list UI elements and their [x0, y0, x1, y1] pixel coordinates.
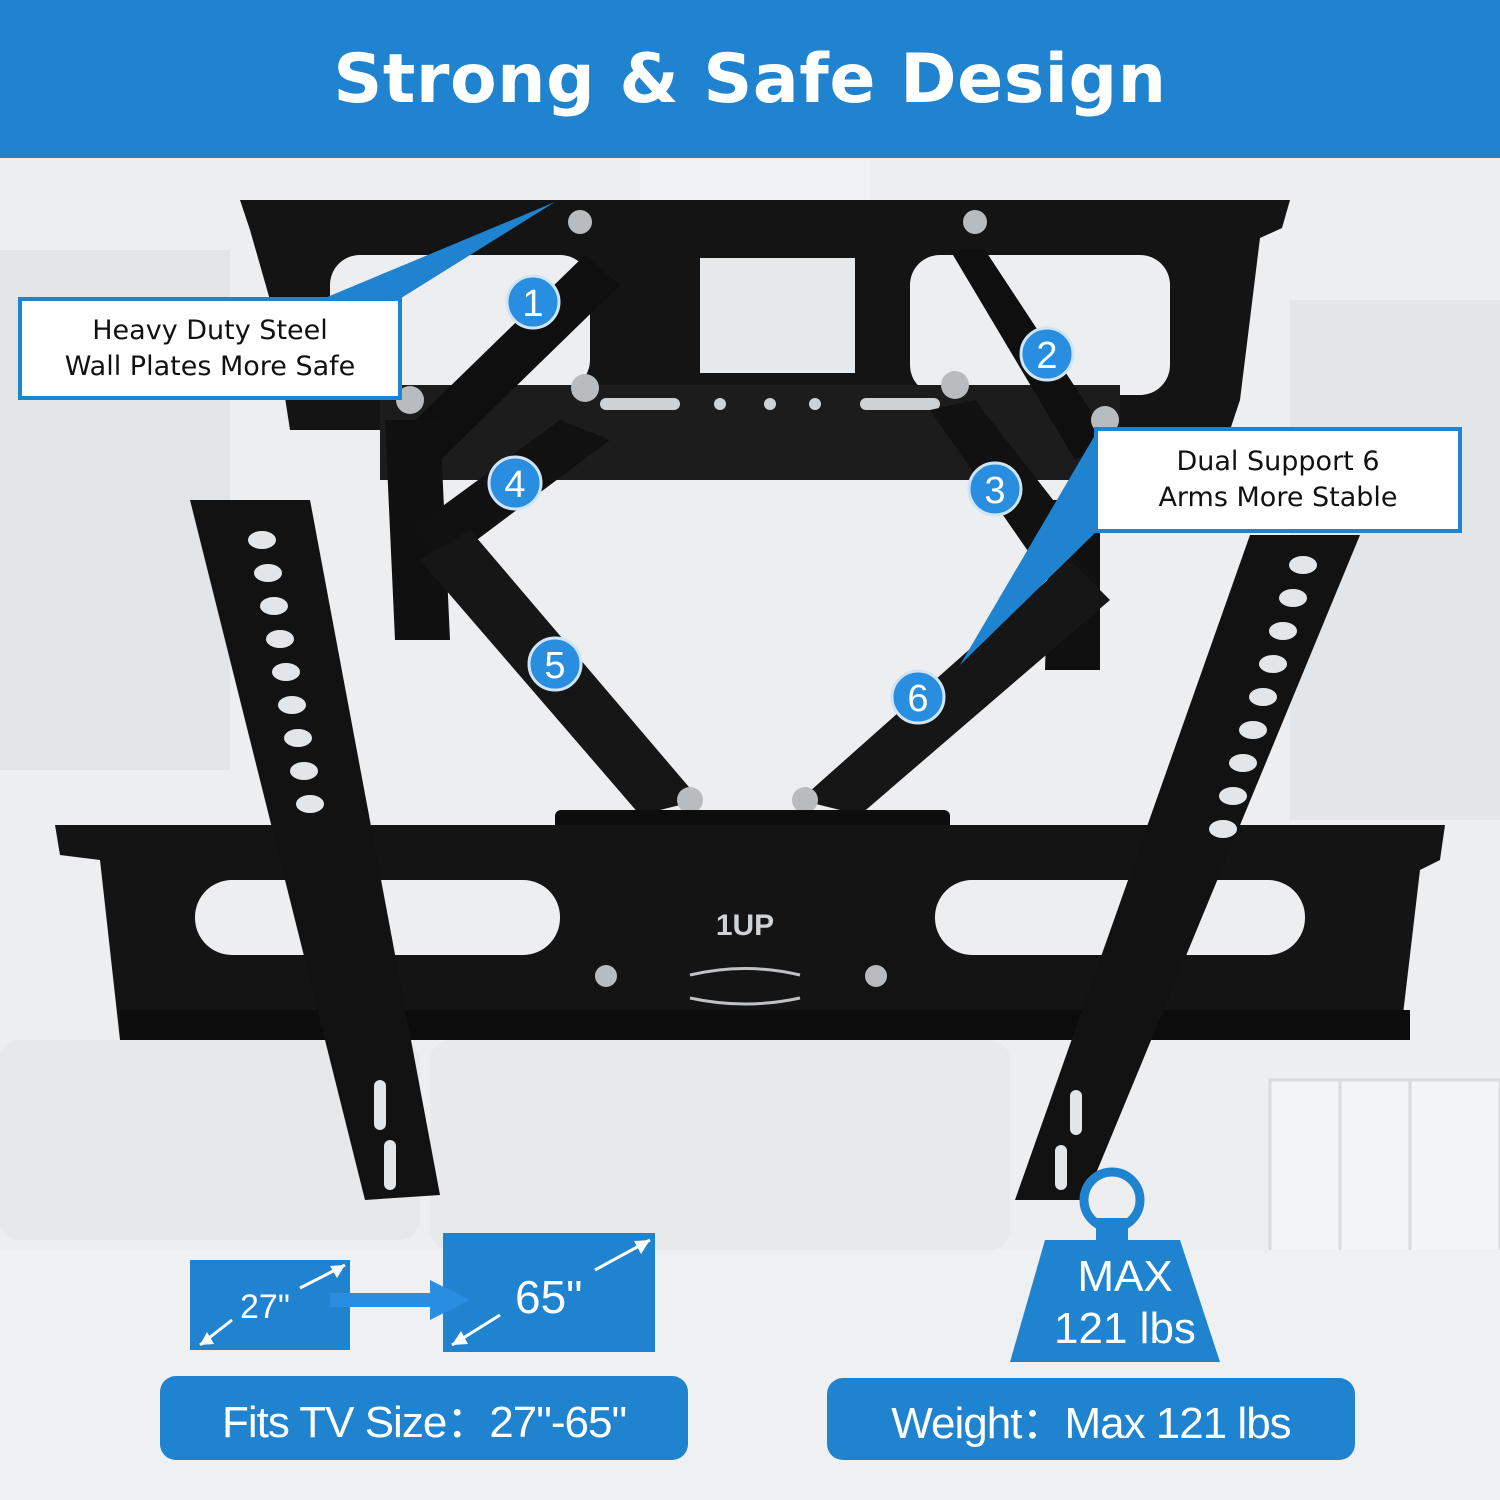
svg-text:4: 4: [504, 464, 525, 506]
wall-plate-callout-line1: Heavy Duty Steel: [92, 314, 328, 346]
page-title: Strong & Safe Design: [333, 39, 1167, 119]
tv-size-pill: Fits TV Size：27"-65": [160, 1376, 688, 1460]
arm-badge-6: 6: [890, 669, 946, 725]
plate-logo: 1UP: [716, 909, 774, 942]
svg-text:2: 2: [1036, 335, 1057, 377]
arm-badge-2: 2: [1019, 326, 1075, 382]
weight-max-label: MAX: [1077, 1252, 1173, 1301]
callout-pointers: [320, 202, 1098, 665]
wall-plate-callout: Heavy Duty Steel Wall Plates More Safe: [18, 297, 402, 400]
svg-text:5: 5: [544, 645, 565, 687]
svg-text:3: 3: [984, 470, 1005, 512]
weight-pill: Weight：Max 121 lbs: [827, 1378, 1355, 1460]
arms-callout-line1: Dual Support 6: [1176, 446, 1380, 477]
arms-callout: Dual Support 6 Arms More Stable: [1094, 427, 1462, 533]
arm-badge-3: 3: [967, 461, 1023, 517]
tv-plate: 1UP: [55, 810, 1445, 1040]
vertical-brackets: [190, 500, 1360, 1200]
tv-small-size: 27": [240, 1288, 290, 1326]
arm-number-badges: 1 2 3 4 5 6: [487, 274, 1075, 725]
arm-badge-1: 1: [505, 274, 561, 330]
arm-badge-4: 4: [487, 455, 543, 511]
arms-callout-line2: Arms More Stable: [1158, 482, 1398, 513]
wall-plate-callout-line2: Wall Plates More Safe: [64, 350, 356, 382]
arm-badge-5: 5: [527, 636, 583, 692]
tv-large-size: 65": [515, 1271, 583, 1323]
svg-text:6: 6: [907, 678, 928, 720]
header-banner: Strong & Safe Design: [0, 0, 1500, 158]
svg-text:1: 1: [522, 283, 543, 325]
weight-max-value: 121 lbs: [1054, 1304, 1196, 1353]
